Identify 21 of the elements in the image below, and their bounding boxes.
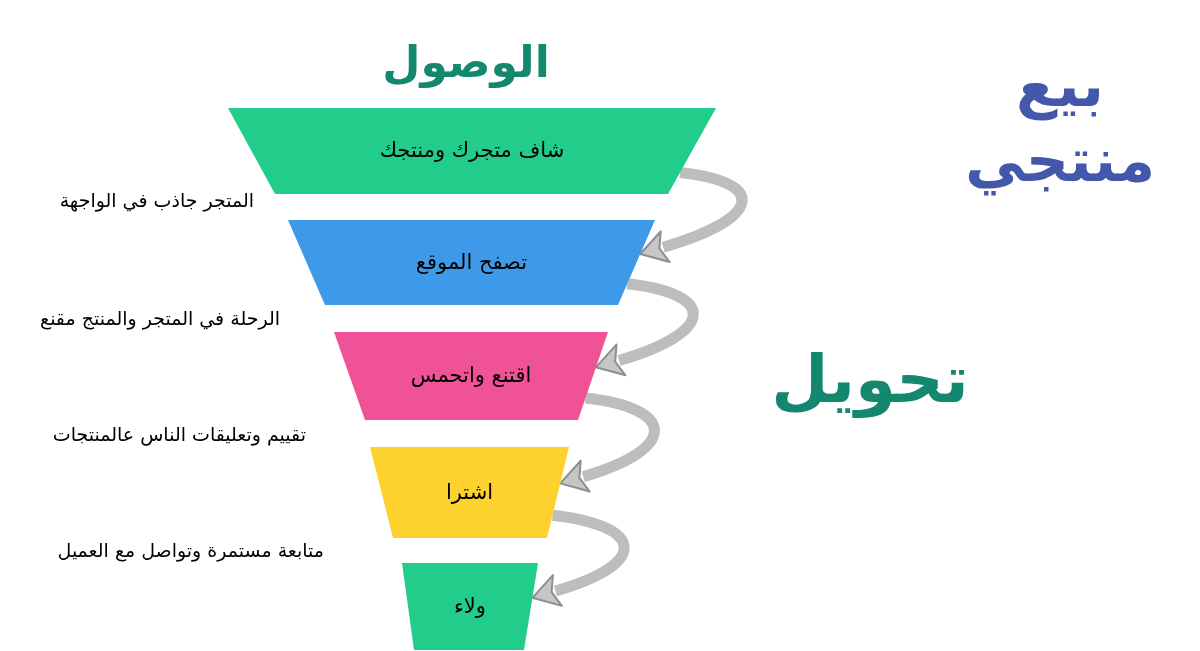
funnel-stage [402,563,538,650]
funnel-stage [370,447,569,538]
diagram-title: بيع منتجي [963,49,1157,198]
stage-text: شاف متجرك ومنتجك [379,137,565,165]
section-heading: تحويل [771,340,969,420]
funnel-stage [288,220,655,305]
side-note: متابعة مستمرة وتواصل مع العميل [57,538,324,563]
section-heading: الوصول [382,36,550,89]
curved-arrow [639,167,748,263]
side-note: المتجر جاذب في الواجهة [59,188,254,213]
stage-text: تصفح الموقع [415,248,528,276]
stage-text: ولاء [454,592,486,620]
funnel-stage [228,108,716,194]
funnel-stage [334,332,608,420]
curved-arrow [559,392,660,493]
side-note: الرحلة في المتجر والمنتج مقنع [40,306,280,331]
curved-arrow [595,278,699,377]
side-note: تقييم وتعليقات الناس عالمنتجات [52,422,306,447]
stage-text: اشترا [445,478,494,506]
stage-text: اقتنع واتحمس [410,362,532,390]
curved-arrow [531,509,630,607]
